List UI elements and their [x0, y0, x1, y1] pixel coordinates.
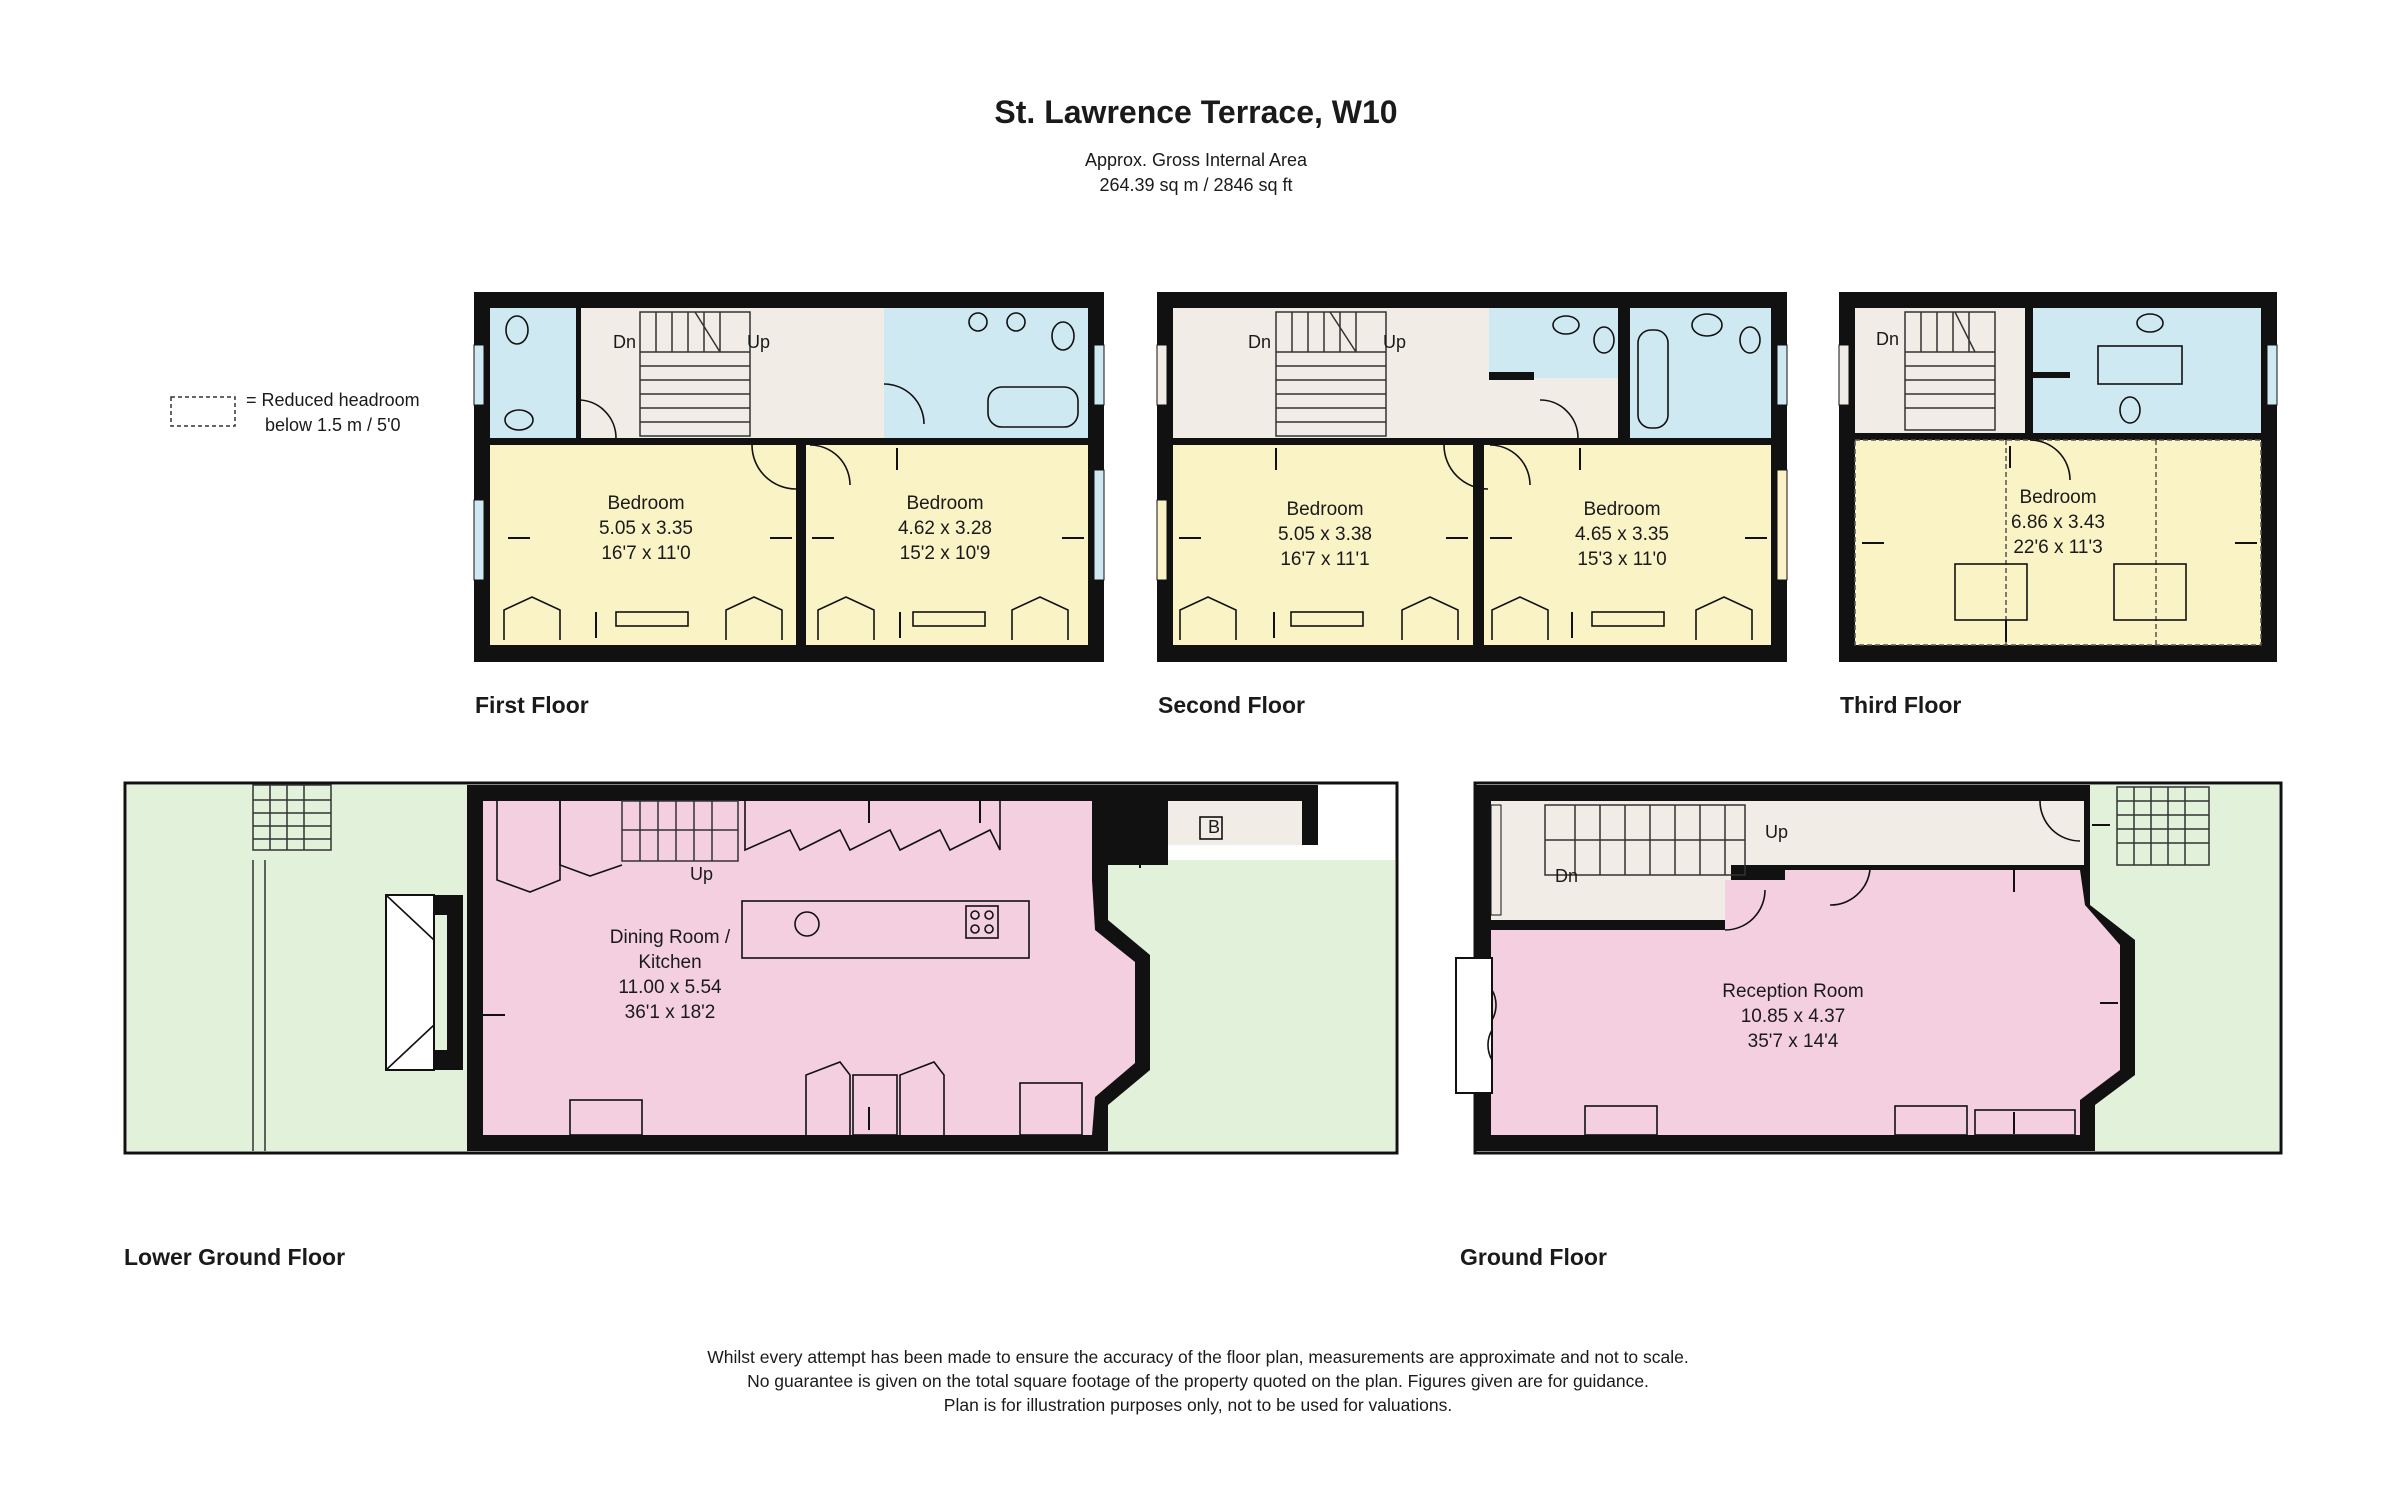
- reception-room-metric: 10.85 x 4.37: [1741, 1006, 1846, 1027]
- toilet-icon: [2119, 396, 2141, 424]
- reception-room-imperial: 35'7 x 14'4: [1748, 1031, 1839, 1052]
- toilet-icon: [1051, 321, 1075, 351]
- first-floor-label: First Floor: [475, 692, 589, 718]
- basin-icon: [2136, 313, 2164, 333]
- third-floor-landing: [1855, 308, 2025, 433]
- second-floor-landing: [1173, 308, 1489, 438]
- basin-icon: [504, 409, 534, 431]
- vanity-unit: [2097, 345, 2183, 385]
- second-floor-bedroom-2-name: Bedroom: [1583, 499, 1660, 520]
- third-floor-plan: Dn Bedroom 6.86 x 3.43 22'6 x 11'3: [1838, 292, 2278, 662]
- third-floor-bathroom: [2025, 308, 2261, 433]
- second-floor-bedroom-2-metric: 4.65 x 3.35: [1575, 524, 1669, 545]
- third-floor-label: Third Floor: [1840, 692, 1961, 718]
- ground-floor-stairs: [1544, 804, 1746, 876]
- second-floor-bedroom-2: [1484, 445, 1771, 645]
- roof-window: [2113, 563, 2187, 621]
- second-floor-label: Second Floor: [1158, 692, 1305, 718]
- reduced-headroom-swatch: [170, 396, 236, 427]
- dining-room-metric: 11.00 x 5.54: [618, 977, 722, 998]
- ground-floor-fireplaces: [1584, 1105, 2076, 1136]
- toilet-icon: [505, 315, 529, 345]
- area-value: 264.39 sq m / 2846 sq ft: [1099, 175, 1292, 195]
- second-floor-bedroom-1-metric: 5.05 x 3.38: [1278, 524, 1372, 545]
- basin-icon: [1552, 315, 1580, 335]
- basin-icon: [1691, 313, 1723, 337]
- ground-floor-front-door-bay: [1455, 957, 1493, 1094]
- lower-ground-stairs-up: Up: [690, 864, 713, 884]
- basin-icon: [1006, 312, 1026, 332]
- first-floor-bedroom-1-name: Bedroom: [607, 493, 684, 514]
- second-floor-bedroom-1: [1173, 445, 1473, 645]
- first-floor-stairs-up: Up: [747, 332, 770, 352]
- third-floor-bedroom-imperial: 22'6 x 11'3: [2013, 537, 2102, 558]
- lower-ground-external-steps: [252, 784, 332, 851]
- boiler-label: B: [1208, 817, 1220, 837]
- second-floor-bedroom-1-name: Bedroom: [1286, 499, 1363, 520]
- second-floor-stairs-up: Up: [1383, 332, 1406, 352]
- first-floor-wardrobes: [503, 596, 1069, 640]
- basin-icon: [968, 312, 988, 332]
- area-label: Approx. Gross Internal Area: [1085, 150, 1308, 170]
- lower-ground-floor-label: Lower Ground Floor: [124, 1244, 345, 1270]
- bathtub-icon: [987, 386, 1079, 428]
- second-floor-stairs: [1275, 311, 1387, 437]
- first-floor-stairs: [639, 311, 751, 437]
- first-floor-bedroom-1-metric: 5.05 x 3.35: [599, 518, 693, 539]
- page-title: St. Lawrence Terrace, W10: [994, 94, 1397, 130]
- second-floor-wardrobes: [1179, 596, 1753, 640]
- reduced-headroom-outline: [1854, 439, 2262, 646]
- first-floor-bedroom-2-name: Bedroom: [906, 493, 983, 514]
- disclaimer-line1: Whilst every attempt has been made to en…: [707, 1347, 1689, 1367]
- dining-room-name-line1: Dining Room /: [610, 927, 731, 948]
- ground-floor-external-steps: [2116, 786, 2210, 866]
- disclaimer-line2: No guarantee is given on the total squar…: [747, 1371, 1649, 1391]
- dining-room-kitchen: [483, 801, 1135, 1135]
- lower-ground-window-bay: [385, 894, 435, 1071]
- lower-ground-store: [1168, 801, 1302, 845]
- third-floor-stairs: [1904, 311, 1996, 431]
- dining-room-name-line2: Kitchen: [638, 952, 701, 973]
- first-floor-bedroom-1-imperial: 16'7 x 11'0: [601, 543, 690, 564]
- lower-ground-stairs: [621, 800, 739, 862]
- reception-room: [1491, 870, 2120, 1135]
- kitchen-units: [496, 801, 1083, 1136]
- dining-room-imperial: 36'1 x 18'2: [625, 1002, 716, 1023]
- first-floor-bedroom-2-imperial: 15'2 x 10'9: [900, 543, 991, 564]
- second-floor-bedroom-2-imperial: 15'3 x 11'0: [1577, 549, 1666, 570]
- ground-floor-plan: Up Dn Reception Room 10.85 x 4.37 35'7 x…: [1455, 781, 2283, 1155]
- first-floor-plan: Dn Up: [473, 292, 1105, 662]
- ground-floor-label: Ground Floor: [1460, 1244, 1607, 1270]
- second-floor-bedroom-1-imperial: 16'7 x 11'1: [1280, 549, 1369, 570]
- lower-ground-rear-garden: [1108, 860, 1395, 1151]
- roof-window: [1954, 563, 2028, 621]
- ground-floor-stairs-up: Up: [1765, 822, 1788, 842]
- lower-ground-floor-plan: B Up: [123, 781, 1399, 1155]
- first-floor-landing: [581, 308, 886, 438]
- second-floor-stairs-down: Dn: [1248, 332, 1271, 352]
- toilet-icon: [1739, 326, 1761, 354]
- reception-room-name: Reception Room: [1722, 981, 1864, 1002]
- third-floor-bedroom: [1855, 440, 2261, 645]
- legend-text-line2: below 1.5 m / 5'0: [265, 415, 401, 435]
- first-floor-bedroom-2-metric: 4.62 x 3.28: [898, 518, 992, 539]
- second-floor-plan: Dn Up Bedroom 5.05 x 3.38: [1156, 292, 1788, 662]
- disclaimer-line3: Plan is for illustration purposes only, …: [944, 1395, 1452, 1415]
- first-floor-stairs-down: Dn: [613, 332, 636, 352]
- legend-text-line1: = Reduced headroom: [246, 390, 420, 410]
- third-floor-stairs-down: Dn: [1876, 329, 1899, 349]
- toilet-icon: [1593, 326, 1615, 354]
- ground-floor-stairs-down: Dn: [1555, 866, 1578, 886]
- ground-floor-hallway: [1491, 801, 2084, 865]
- third-floor-bedroom-name: Bedroom: [2019, 487, 2096, 508]
- third-floor-bedroom-metric: 6.86 x 3.43: [2011, 512, 2105, 533]
- first-floor-bathroom-left: [490, 308, 576, 438]
- bathtub-icon: [1637, 329, 1669, 429]
